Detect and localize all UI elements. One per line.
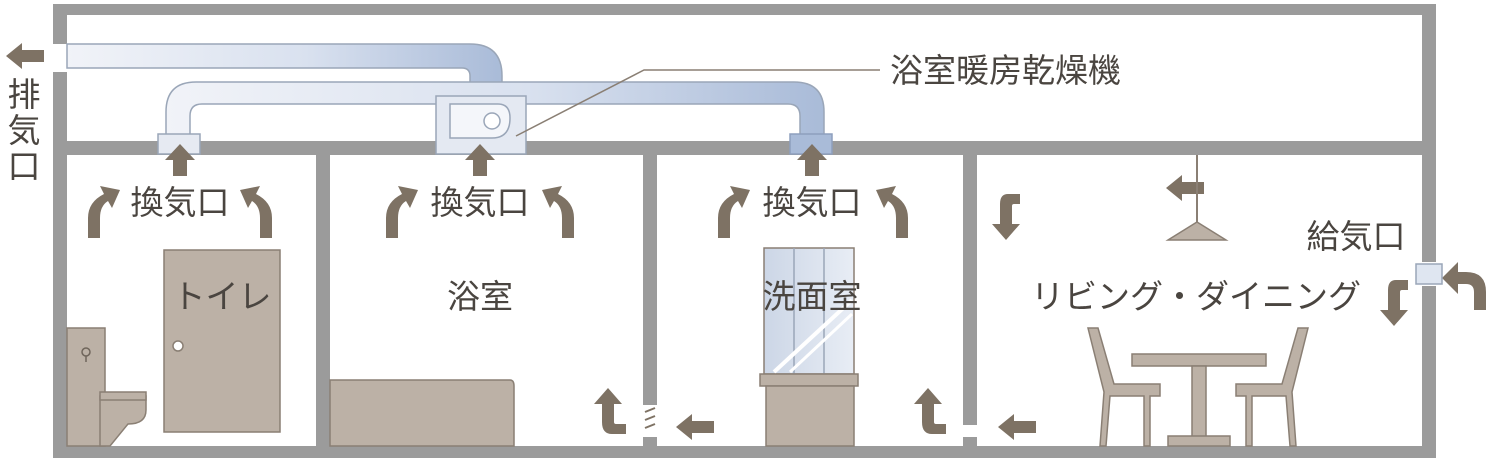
hook-down-arrow-icon <box>1380 280 1408 326</box>
hook-up-arrow-icon <box>914 388 946 434</box>
toilet-paper-icon <box>81 347 91 362</box>
supply-inflow-arrow-icon <box>1442 262 1486 310</box>
bathroom-label: 浴室 <box>447 277 513 316</box>
bathtub <box>329 379 515 447</box>
curve-arrow-icon <box>718 186 750 238</box>
table-leg <box>1191 365 1207 439</box>
partition-bath-wash-lower <box>643 437 657 446</box>
floor-wall <box>53 446 1436 458</box>
dryer-label: 浴室暖房乾燥機 <box>890 51 1121 90</box>
table-top <box>1131 353 1267 367</box>
roof-wall <box>53 4 1436 15</box>
chair-left <box>1087 327 1161 447</box>
vent-label-washroom: 換気口 <box>763 183 862 222</box>
dining-set <box>1087 327 1309 447</box>
curve-arrow-icon <box>88 186 120 238</box>
door-knob-icon <box>172 340 184 352</box>
left-arrow-icon <box>998 414 1036 440</box>
partition-toilet-bath <box>316 155 330 446</box>
left-arrow-icon <box>1166 175 1204 201</box>
door-undercut-vent <box>644 407 656 429</box>
exhaust-outlet-label: 排気口 <box>8 75 41 186</box>
bathroom-dryer-unit <box>435 95 527 155</box>
living-dining-label: リビング・ダイニング <box>1031 277 1361 316</box>
curve-arrow-icon <box>542 186 574 238</box>
airflow-arrows <box>6 43 1486 440</box>
building-shell <box>53 4 1436 458</box>
vent-label-bath: 換気口 <box>431 183 530 222</box>
washroom-label: 洗面室 <box>763 277 862 316</box>
pendant-lamp <box>1165 155 1229 241</box>
curve-arrow-icon <box>240 186 272 238</box>
vent-label-toilet: 換気口 <box>131 183 230 222</box>
partition-bath-wash-upper <box>643 155 657 405</box>
table-base <box>1167 435 1231 447</box>
curve-arrow-icon <box>386 186 418 238</box>
partition-wash-living-upper <box>963 155 977 425</box>
dryer-leader-line <box>515 69 880 137</box>
right-outer-wall-upper <box>1422 4 1436 262</box>
fan-icon <box>483 112 501 130</box>
supply-inlet-grille <box>1415 263 1443 285</box>
toilet-door <box>163 249 281 433</box>
partition-wash-living-lower <box>963 437 977 446</box>
left-outer-wall <box>53 4 67 44</box>
toilet-fixture <box>66 327 147 447</box>
chair-right <box>1235 327 1309 447</box>
left-arrow-icon <box>676 414 714 440</box>
washroom-vanity <box>759 247 859 447</box>
left-outer-wall-lower <box>53 72 67 458</box>
ceiling-slab <box>67 141 1422 155</box>
toilet-label: トイレ <box>173 277 272 316</box>
supply-inlet-label: 給気口 <box>1307 217 1406 256</box>
hook-down-arrow-icon <box>992 194 1020 240</box>
hook-up-arrow-icon <box>594 388 626 434</box>
curve-arrow-icon <box>876 186 908 238</box>
right-outer-wall-lower <box>1422 286 1436 458</box>
exhaust-arrow-icon <box>6 43 44 69</box>
